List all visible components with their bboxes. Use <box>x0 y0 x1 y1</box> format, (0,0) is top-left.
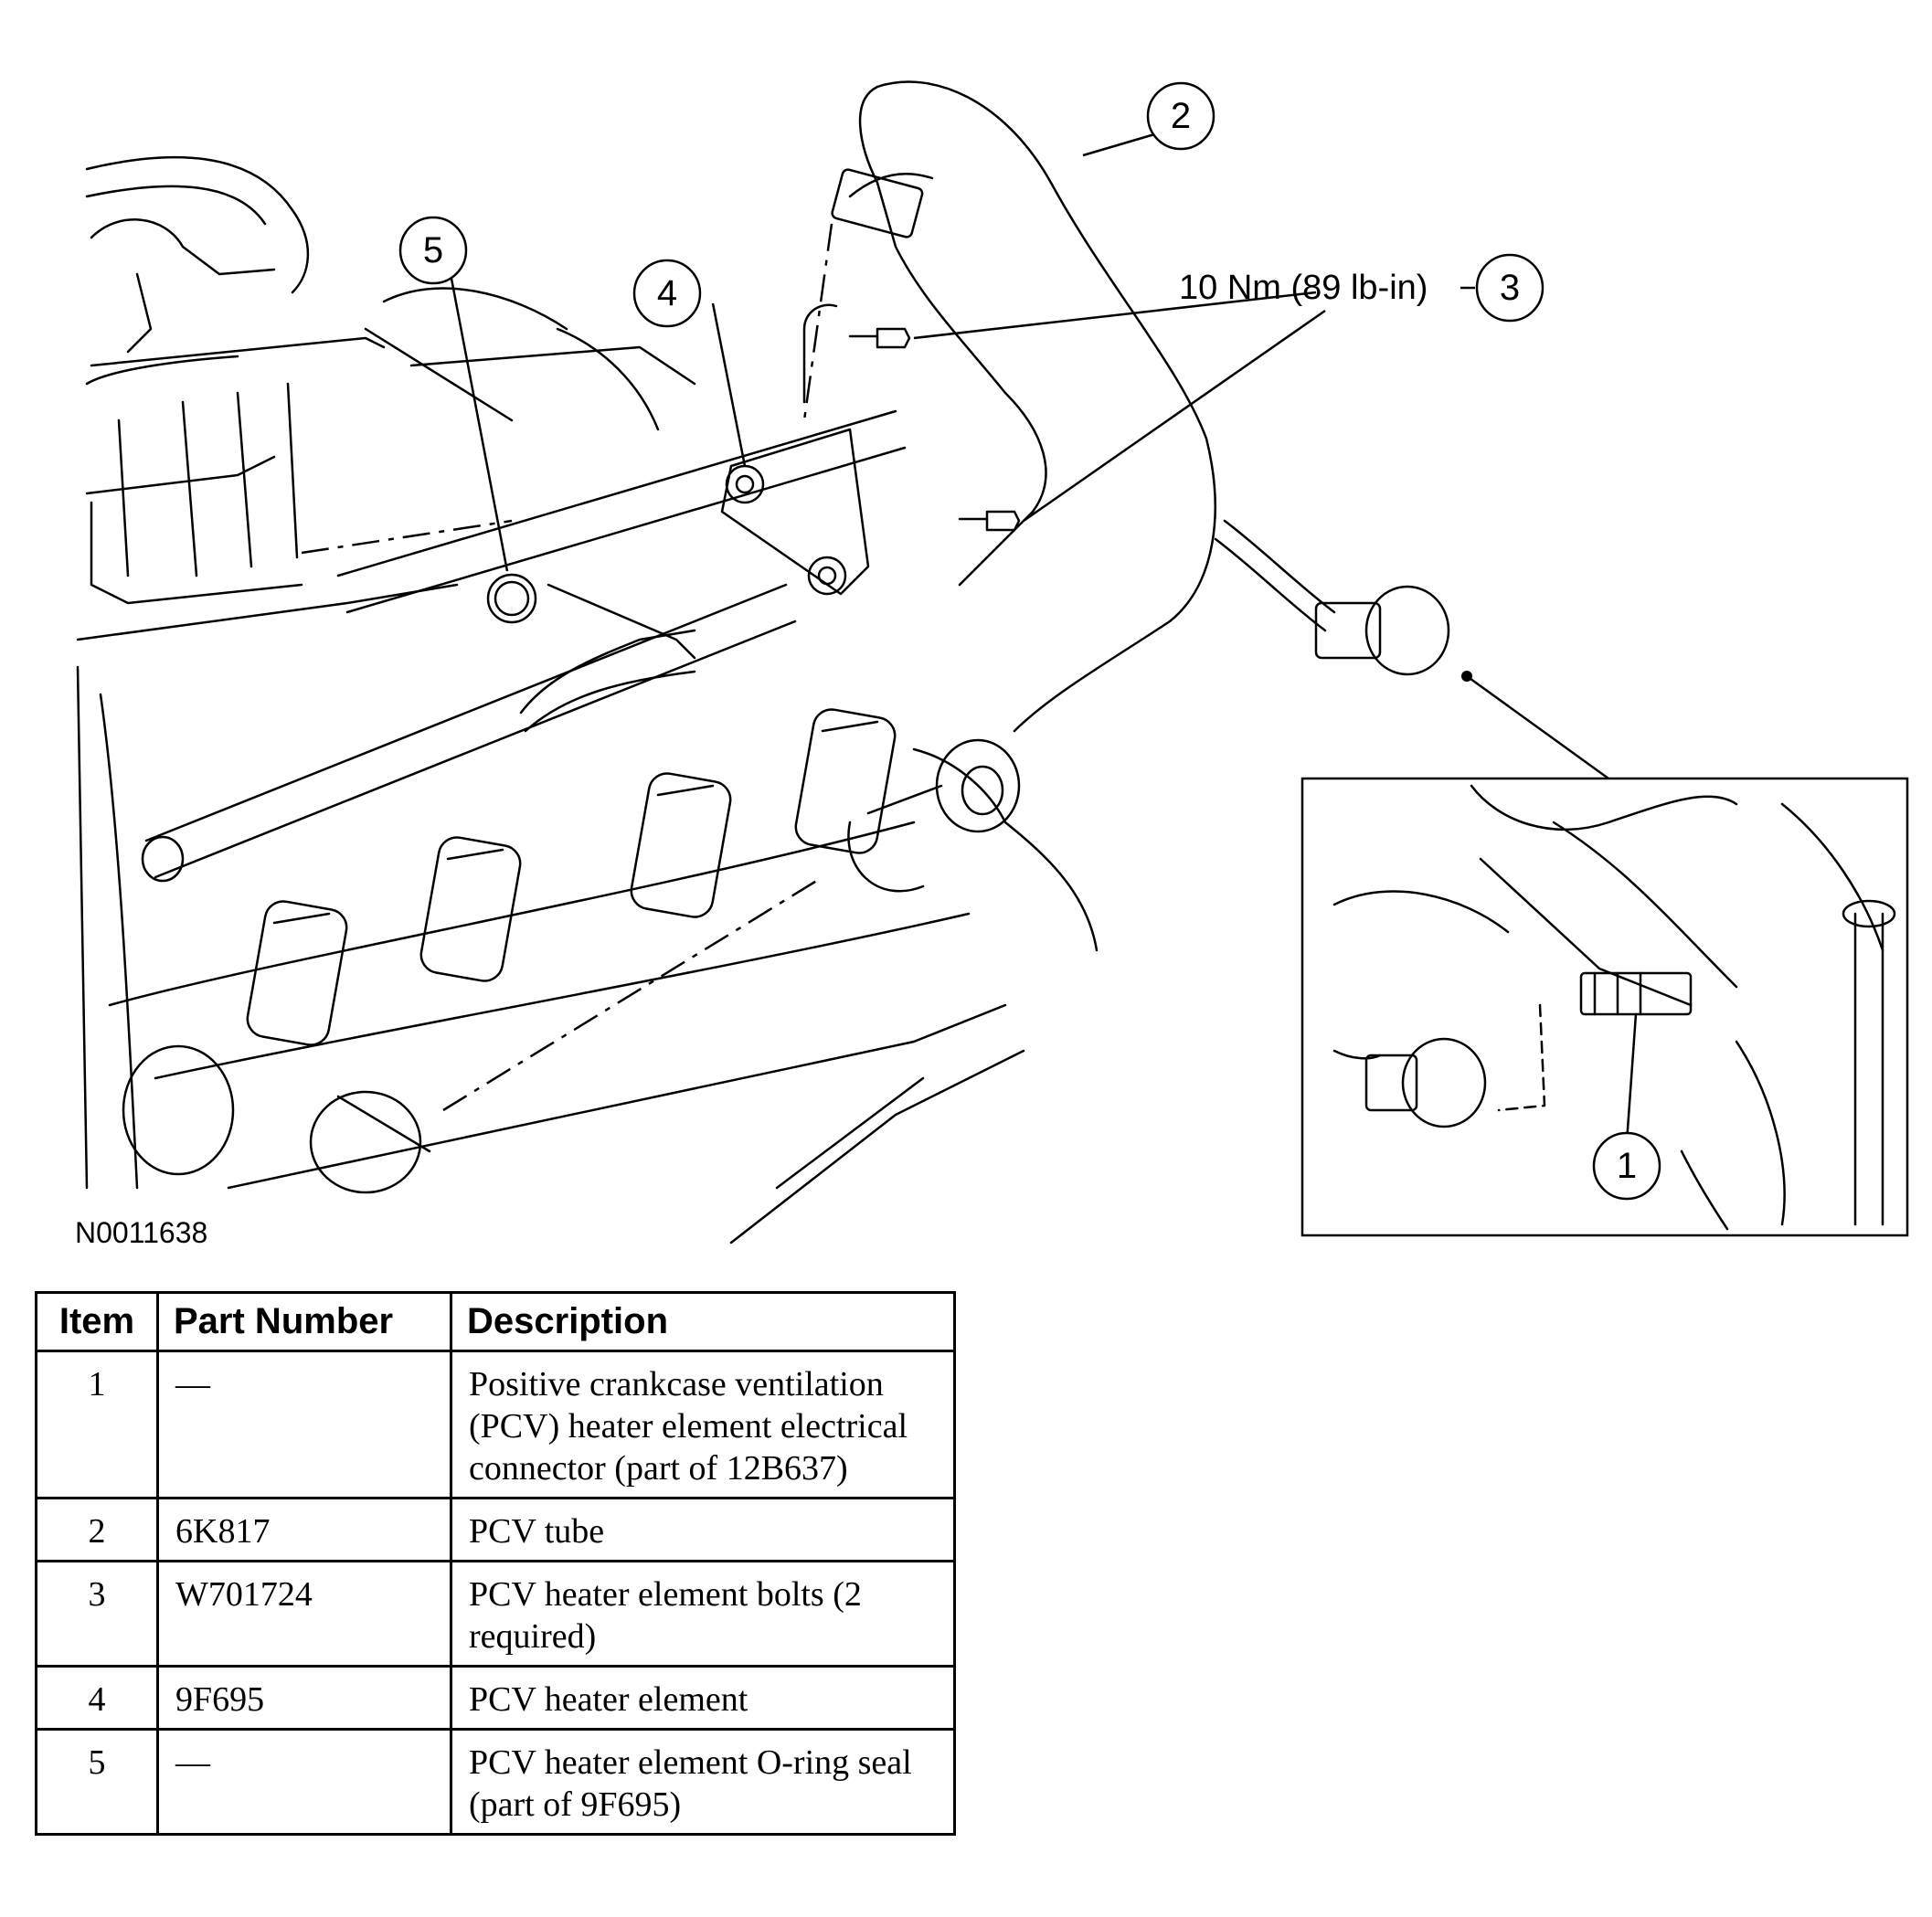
svg-text:4: 4 <box>657 273 677 313</box>
header-item: Item <box>35 1291 159 1352</box>
table-row: 4 9F695 PCV heater element <box>35 1665 956 1731</box>
torque-spec: 10 Nm (89 lb-in) <box>1179 269 1428 307</box>
cell-part-number: 6K817 <box>156 1497 452 1562</box>
cell-description: PCV heater element bolts (2 required) <box>450 1560 956 1668</box>
cell-item: 1 <box>35 1350 159 1499</box>
cell-description: PCV heater element <box>450 1665 956 1731</box>
engine-pcv-diagram: 2 5 4 3 1 10 Nm (89 lb-in) N0011638 <box>75 80 1909 1249</box>
cell-part-number: — <box>156 1350 452 1499</box>
table-row: 5 — PCV heater element O-ring seal (part… <box>35 1728 956 1836</box>
svg-text:5: 5 <box>423 230 443 270</box>
cell-part-number: 9F695 <box>156 1665 452 1731</box>
svg-text:3: 3 <box>1500 268 1520 308</box>
table-row: 3 W701724 PCV heater element bolts (2 re… <box>35 1560 956 1668</box>
svg-text:1: 1 <box>1617 1146 1637 1186</box>
callout-5: 5 <box>398 216 468 285</box>
cell-description: Positive crankcase ventilation (PCV) hea… <box>450 1350 956 1499</box>
bolt-upper <box>848 327 911 349</box>
leader-lines <box>301 131 1609 1112</box>
cell-item: 4 <box>35 1665 159 1731</box>
cell-part-number: W701724 <box>156 1560 452 1668</box>
table-header-row: Item Part Number Description <box>35 1291 956 1352</box>
table-row: 2 6K817 PCV tube <box>35 1497 956 1562</box>
cell-item: 2 <box>35 1497 159 1562</box>
cell-description: PCV tube <box>450 1497 956 1562</box>
cell-description: PCV heater element O-ring seal (part of … <box>450 1728 956 1836</box>
cell-part-number: — <box>156 1728 452 1836</box>
engine-drawing <box>76 80 1450 1244</box>
figure-id: N0011638 <box>75 1216 207 1249</box>
table-row: 1 — Positive crankcase ventilation (PCV)… <box>35 1350 956 1499</box>
cell-item: 5 <box>35 1728 159 1836</box>
header-part-number: Part Number <box>156 1291 452 1352</box>
bolt-lower <box>958 510 1021 532</box>
callout-2: 2 <box>1146 81 1215 151</box>
cell-item: 3 <box>35 1560 159 1668</box>
parts-table: Item Part Number Description 1 — Positiv… <box>35 1291 956 1836</box>
svg-text:2: 2 <box>1171 96 1191 136</box>
callout-3: 3 <box>1460 253 1545 323</box>
header-description: Description <box>450 1291 956 1352</box>
inset-anchor-dot <box>1461 671 1472 682</box>
callout-1: 1 <box>1592 1131 1661 1201</box>
callout-4: 4 <box>632 259 702 328</box>
